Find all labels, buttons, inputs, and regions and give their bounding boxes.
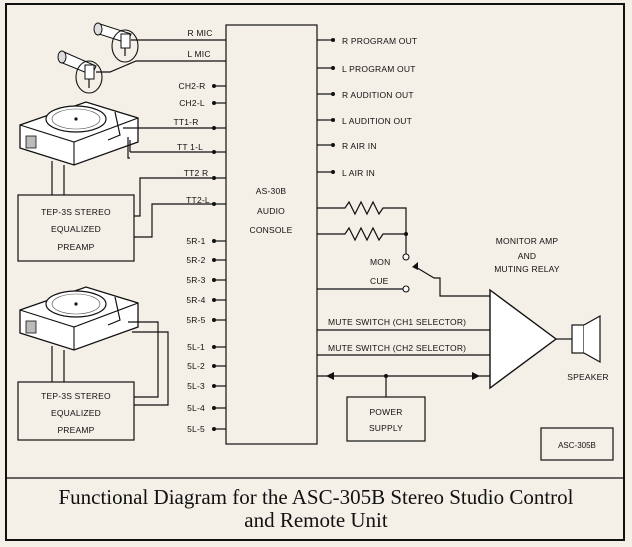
output-terminal [331, 170, 335, 174]
outer-border [5, 3, 625, 541]
remote-label-5l5: 5L-5 [187, 424, 205, 434]
caption-line-2: and Remote Unit [244, 508, 388, 532]
output-terminal [331, 92, 335, 96]
output-terminal [331, 143, 335, 147]
tt1-l-label: TT 1-L [177, 142, 203, 152]
tt1-r-label: TT1-R [173, 117, 198, 127]
monitor-amp-symbol [489, 288, 558, 390]
output-terminal [331, 38, 335, 42]
console-label-2: AUDIO [257, 206, 285, 216]
output-terminal [331, 66, 335, 70]
caption-line-1: Functional Diagram for the ASC-305B Ster… [58, 485, 574, 509]
model-tag-label: ASC-305B [558, 441, 596, 450]
turntable-1-icon [19, 101, 139, 166]
out-label-l-air-in: L AIR IN [342, 168, 375, 178]
speaker-icon [571, 314, 601, 364]
l-mic-label: L MIC [187, 49, 210, 59]
preamp-bottom-line1: TEP-3S STEREO [41, 391, 111, 401]
remote-label-5l3: 5L-3 [187, 381, 205, 391]
turntable-2-icon [19, 286, 139, 351]
preamp-top-box [17, 194, 135, 262]
remote-label-5l1: 5L-1 [187, 342, 205, 352]
figure-caption: Functional Diagram for the ASC-305B Ster… [8, 486, 624, 532]
preamp-bottom-box [17, 381, 135, 441]
r-mic-label: R MIC [187, 28, 212, 38]
mon-label: MON [370, 257, 390, 267]
monitor-label-2: AND [518, 251, 537, 261]
speaker-label: SPEAKER [567, 372, 609, 382]
monitor-label-3: MUTING RELAY [494, 264, 560, 274]
power-label-2: SUPPLY [369, 423, 403, 433]
remote-label-5r2: 5R-2 [186, 255, 205, 265]
preamp-top-line3: PREAMP [57, 242, 94, 252]
remote-label-5l4: 5L-4 [187, 403, 205, 413]
preamp-top-line2: EQUALIZED [51, 224, 101, 234]
mute-switch-ch2-label: MUTE SWITCH (CH2 SELECTOR) [328, 343, 466, 353]
r-mic-icon [93, 22, 139, 63]
preamp-bottom-line3: PREAMP [57, 425, 94, 435]
remote-label-5l2: 5L-2 [187, 361, 205, 371]
console-label-3: CONSOLE [250, 225, 293, 235]
out-label-l-program: L PROGRAM OUT [342, 64, 416, 74]
out-label-l-audition: L AUDITION OUT [342, 116, 412, 126]
power-label-1: POWER [369, 407, 402, 417]
remote-label-5r1: 5R-1 [186, 236, 205, 246]
out-label-r-audition: R AUDITION OUT [342, 90, 414, 100]
model-tag-box [540, 427, 614, 461]
monitor-resistor-network [317, 200, 490, 297]
l-mic-icon [57, 50, 103, 94]
tt2-r-label: TT2 R [184, 168, 209, 178]
out-label-r-program: R PROGRAM OUT [342, 36, 417, 46]
preamp-bottom-line2: EQUALIZED [51, 408, 101, 418]
ch2-l-label: CH2-L [179, 98, 205, 108]
output-terminal [331, 118, 335, 122]
cue-label: CUE [370, 276, 389, 286]
remote-label-5r5: 5R-5 [186, 315, 205, 325]
tt2-l-label: TT2-L [186, 195, 210, 205]
preamp-top-line1: TEP-3S STEREO [41, 207, 111, 217]
console-label-1: AS-30B [256, 186, 287, 196]
out-label-r-air-in: R AIR IN [342, 141, 377, 151]
ch2-r-label: CH2-R [179, 81, 206, 91]
remote-inputs: 5R-1 5R-2 5R-3 5R-4 5R-5 5L-1 5L-2 5L-3 … [186, 236, 205, 434]
remote-label-5r3: 5R-3 [186, 275, 205, 285]
mute-switch-ch1-label: MUTE SWITCH (CH1 SELECTOR) [328, 317, 466, 327]
remote-label-5r4: 5R-4 [186, 295, 205, 305]
power-supply-box [346, 396, 426, 442]
monitor-label-1: MONITOR AMP [496, 236, 559, 246]
